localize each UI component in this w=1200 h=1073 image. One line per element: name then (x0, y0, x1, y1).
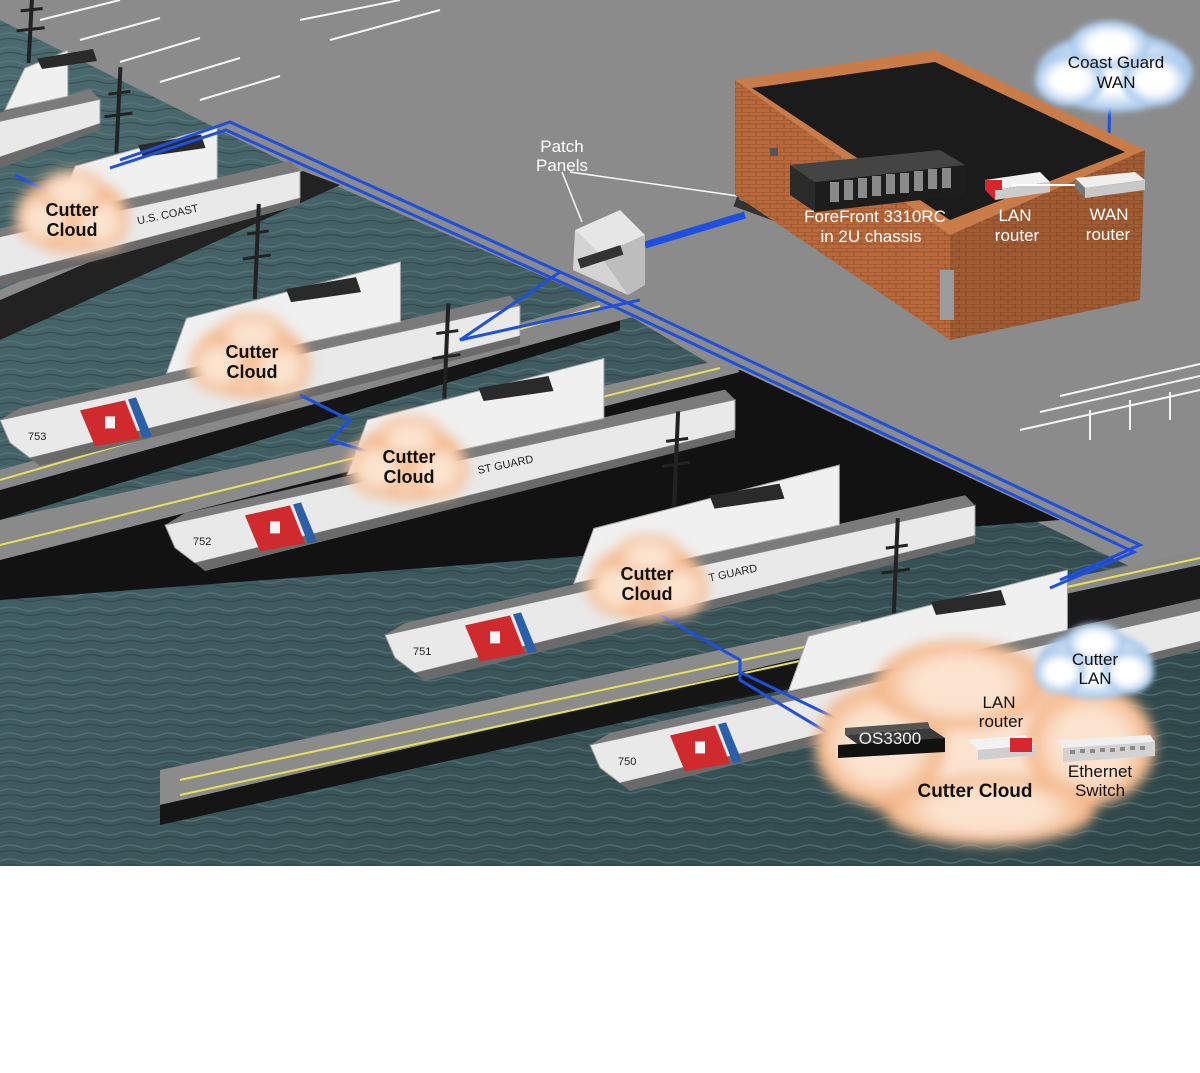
cutter-cloud-3-label: Cutter (383, 447, 436, 467)
patch-panels-label: Patch (540, 137, 583, 156)
patch-panels-callout (561, 171, 753, 223)
cutter-cloud-1-label: Cutter (46, 200, 99, 220)
wan-router-label-2: router (1086, 225, 1131, 244)
cutter-cloud-4: Cutter Cloud (587, 535, 707, 620)
forefront-label: ForeFront 3310RC (804, 207, 946, 226)
cutter-cloud-4-label-2: Cloud (622, 584, 673, 604)
parking-lines-top (39, 0, 441, 101)
cutter-cloud-3-label-2: Cloud (384, 467, 435, 487)
cutter-cloud-1: Cutter Cloud (15, 170, 128, 253)
cutter-cloud-2-label-2: Cloud (227, 362, 278, 382)
patch-panels-label-2: Panels (536, 156, 588, 175)
cutter-cloud-2: Cutter Cloud (190, 313, 310, 398)
cutter-lan-cloud: Cutter LAN (1034, 623, 1154, 699)
os3300-label: OS3300 (859, 729, 921, 748)
parking-lines-right (1019, 363, 1200, 440)
patch-panel-cabinet (573, 210, 645, 295)
shore-lan-router-label-2: router (995, 226, 1040, 245)
cutter-cloud-3: Cutter Cloud (348, 416, 468, 501)
cutter-lan-label: Cutter (1072, 650, 1119, 669)
cutter-cloud-4-label: Cutter (621, 564, 674, 584)
shore-lan-router-label: LAN (998, 206, 1031, 225)
ethernet-switch-label: Ethernet (1068, 762, 1133, 781)
wan-router (1075, 172, 1145, 198)
forefront-label-2: in 2U chassis (820, 227, 921, 246)
hull-number: 753 (28, 431, 46, 443)
cutter-ship-6 (0, 0, 101, 169)
ethernet-switch (1058, 735, 1155, 762)
cutter-lan-label-2: LAN (1078, 669, 1111, 688)
hull-number: 752 (193, 536, 211, 548)
wan-cloud-label-2: WAN (1096, 73, 1135, 92)
cutter-lan-router-label-2: router (979, 712, 1024, 731)
network-cables (14, 89, 1144, 748)
cutter-lan-router-label: LAN (982, 693, 1015, 712)
hull-number: 750 (618, 756, 636, 768)
pier-5 (160, 620, 880, 825)
cutter-cloud-2-label: Cutter (226, 342, 279, 362)
cutter-lan-router (968, 735, 1035, 760)
ethernet-switch-label-2: Switch (1075, 781, 1125, 800)
cutter-cloud-1-label-2: Cloud (47, 220, 98, 240)
forefront-3310rc-chassis (790, 150, 965, 212)
shore-lan-router (985, 172, 1050, 200)
coast-guard-wan-cloud: Coast Guard WAN (1035, 21, 1193, 112)
blank-footer-area (0, 866, 1200, 1073)
hull-number: 751 (413, 646, 431, 658)
os3300-device: OS3300 (838, 722, 945, 758)
wan-cloud-label: Coast Guard (1068, 53, 1164, 72)
wan-router-label: WAN (1089, 205, 1128, 224)
cutter-cloud-detail (815, 640, 1155, 845)
cutter-cloud-detail-label: Cutter Cloud (917, 781, 1032, 802)
